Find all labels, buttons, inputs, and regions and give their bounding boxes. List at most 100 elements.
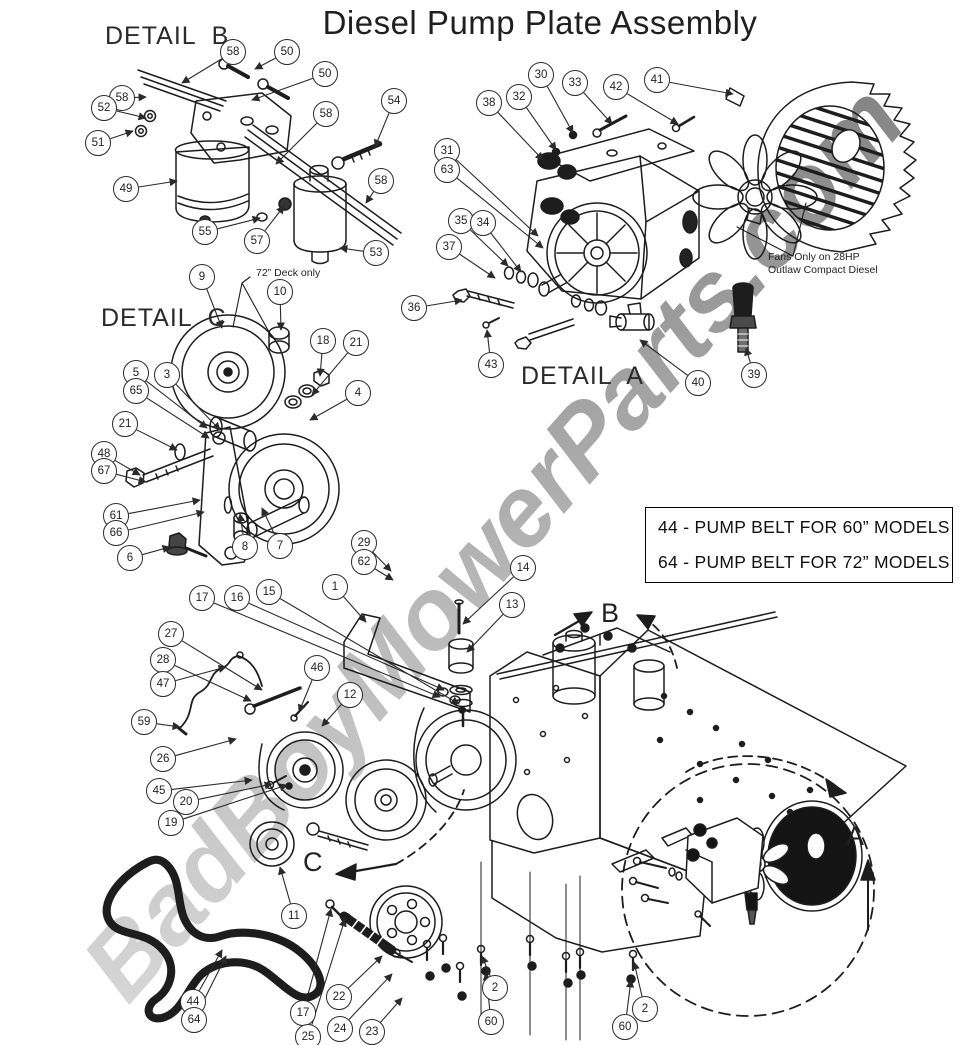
leader-line-26 [175, 736, 237, 757]
leader-line-19 [183, 783, 288, 820]
leader-line-42 [626, 93, 679, 125]
leader-line-21 [311, 352, 349, 396]
callout-balloon-2: 2 [632, 996, 658, 1022]
callout-balloon-49: 49 [113, 176, 139, 202]
callout-balloon-58: 58 [368, 168, 394, 194]
leader-line-31 [456, 159, 539, 237]
callout-balloon-41: 41 [644, 67, 670, 93]
leader-line-22 [348, 955, 383, 989]
callout-balloon-58: 58 [220, 39, 246, 65]
callout-balloon-30: 30 [528, 62, 554, 88]
callout-balloon-40: 40 [685, 370, 711, 396]
leader-line-53 [339, 244, 364, 254]
leader-line-8 [237, 513, 246, 535]
callout-balloon-24: 24 [327, 1016, 353, 1042]
callout-balloon-19: 19 [158, 810, 184, 836]
leader-line-7 [261, 507, 275, 535]
leader-line-59 [156, 721, 181, 731]
callout-balloon-36: 36 [401, 295, 427, 321]
leader-line-36 [426, 297, 463, 307]
leader-line-15 [279, 598, 460, 705]
callout-balloon-37: 37 [436, 234, 462, 260]
leader-line-3 [175, 383, 221, 431]
callout-balloon-60: 60 [478, 1009, 504, 1035]
leader-line-1 [343, 596, 367, 623]
callout-balloon-28: 28 [150, 647, 176, 673]
callout-balloon-33: 33 [562, 70, 588, 96]
leader-line-24 [348, 973, 393, 1020]
leader-line-34 [490, 232, 522, 273]
callout-balloon-62: 62 [351, 549, 377, 575]
leader-line-39 [744, 347, 753, 363]
callout-balloon-32: 32 [506, 84, 532, 110]
leader-line-58 [365, 191, 375, 204]
leader-line-58 [181, 58, 223, 84]
leader-line-28 [174, 664, 252, 702]
leader-line-58 [275, 122, 318, 165]
view-letter-c: C [303, 847, 323, 877]
leader-line-11 [278, 866, 291, 904]
callout-balloon-43: 43 [478, 352, 504, 378]
leader-line-12 [321, 704, 342, 727]
leader-line-44 [198, 949, 223, 991]
leader-line-51 [110, 129, 134, 140]
leader-line-66 [128, 509, 205, 531]
leader-line-4 [309, 398, 347, 421]
callout-balloon-22: 22 [326, 984, 352, 1010]
leader-line-60 [625, 979, 635, 1015]
leader-line-67 [116, 473, 147, 485]
leader-line-5 [145, 380, 208, 429]
leader-line-20 [198, 781, 273, 800]
fans-note: Fans Only on 28HP Outlaw Compact Diesel [768, 251, 878, 277]
leader-line-17 [213, 602, 441, 698]
leader-line-35 [470, 229, 509, 267]
leader-line-37 [459, 253, 496, 279]
callout-balloon-14: 14 [510, 555, 536, 581]
callout-balloon-21: 21 [112, 411, 138, 437]
leader-line-29 [372, 551, 392, 572]
leader-line-9 [206, 288, 224, 329]
callout-balloon-10: 10 [267, 279, 293, 305]
callout-balloon-4: 4 [345, 380, 371, 406]
callout-balloon-1: 1 [322, 574, 348, 600]
callout-balloon-38: 38 [476, 90, 502, 116]
detail-b-art [134, 58, 402, 265]
callout-balloon-23: 23 [359, 1019, 385, 1045]
callout-balloon-64: 64 [181, 1007, 207, 1033]
callout-balloon-17: 17 [290, 1000, 316, 1026]
view-letter-a: A [846, 821, 865, 851]
leader-line-16 [248, 602, 445, 691]
belt-legend-box: 44 - PUMP BELT FOR 60” MODELS 64 - PUMP … [645, 507, 953, 583]
callout-balloon-3: 3 [154, 362, 180, 388]
leader-line-27 [181, 640, 263, 691]
callout-balloon-50: 50 [312, 61, 338, 87]
callout-balloon-47: 47 [150, 671, 176, 697]
callout-balloon-53: 53 [363, 240, 389, 266]
leader-line-10 [276, 304, 285, 331]
leader-line-14 [462, 576, 514, 625]
callout-balloon-15: 15 [256, 579, 282, 605]
callout-balloon-21: 21 [343, 330, 369, 356]
leader-line-54 [374, 112, 390, 148]
callout-balloon-66: 66 [103, 520, 129, 546]
detail-b-label: DETAIL B [105, 22, 230, 50]
leader-line-48 [114, 460, 141, 476]
leader-line-63 [456, 177, 544, 249]
callout-balloon-58: 58 [313, 101, 339, 127]
callout-balloon-18: 18 [310, 328, 336, 354]
page-title: Diesel Pump Plate Assembly [322, 4, 758, 41]
leader-line-13 [466, 614, 504, 653]
fans-note-line1: Fans Only on 28HP [768, 251, 860, 263]
callout-balloon-12: 12 [337, 682, 363, 708]
leader-line-2 [631, 961, 643, 997]
callout-balloon-63: 63 [434, 157, 460, 183]
callout-balloon-60: 60 [612, 1014, 638, 1040]
callout-balloon-57: 57 [244, 228, 270, 254]
callout-balloon-17: 17 [189, 585, 215, 611]
callout-balloon-35: 35 [448, 208, 474, 234]
detail-a-label: DETAIL A [521, 362, 644, 390]
detail-c-label: DETAIL C [101, 304, 227, 332]
callout-balloon-6: 6 [117, 545, 143, 571]
